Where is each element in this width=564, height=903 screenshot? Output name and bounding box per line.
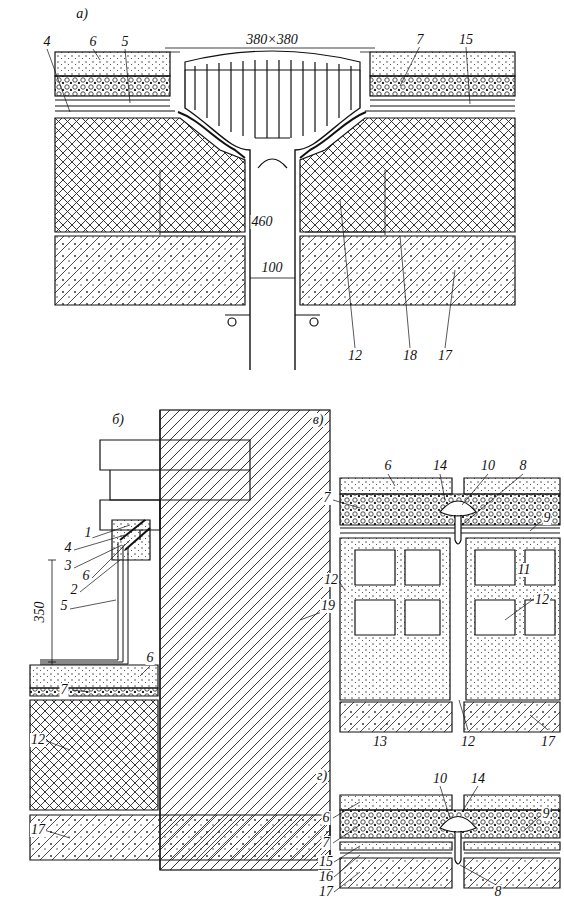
callout-number: 10 — [432, 772, 448, 786]
callout-number: 6 — [89, 35, 98, 49]
callout-number: 14 — [470, 772, 486, 786]
callout-number: 9 — [543, 511, 552, 525]
callout-number: 7 — [416, 33, 425, 47]
callout-number: 460 — [251, 215, 274, 229]
callout-number: 12 — [534, 593, 550, 607]
callout-number: 11 — [517, 563, 532, 577]
callout-number: 4 — [64, 541, 73, 555]
callout-number: 10 — [480, 459, 496, 473]
callout-number: 19 — [320, 599, 336, 613]
callout-number: 6 — [146, 651, 155, 665]
callout-number: 17 — [437, 349, 453, 363]
callout-number: 1 — [84, 526, 93, 540]
callout-number: 6 — [82, 569, 91, 583]
callout-number: 15 — [318, 855, 334, 869]
callout-number: а) — [75, 7, 89, 21]
callout-number: 12 — [30, 733, 46, 747]
callout-number: 100 — [261, 261, 284, 275]
callout-number: г) — [316, 769, 328, 783]
callout-number: 12 — [323, 573, 339, 587]
callout-number: 17 — [318, 885, 334, 899]
callout-number: 5 — [121, 35, 130, 49]
callout-number: 2 — [70, 583, 79, 597]
callout-number: в) — [312, 413, 325, 427]
callout-number: 12 — [460, 735, 476, 749]
callout-number: 6 — [322, 811, 331, 825]
callout-number: 9 — [542, 807, 551, 821]
callout-number: 7 — [322, 836, 331, 850]
callout-number: 18 — [402, 349, 418, 363]
callout-number: 15 — [458, 33, 474, 47]
callout-number: 6 — [384, 459, 393, 473]
callout-number: 8 — [494, 885, 503, 899]
callout-number: 7 — [323, 491, 332, 505]
callout-number: 8 — [519, 459, 528, 473]
callout-number: 13 — [372, 735, 388, 749]
callout-number: 16 — [318, 870, 334, 884]
callout-number: 7 — [60, 683, 69, 697]
callout-number: 17 — [30, 823, 46, 837]
callout-number: 3 — [64, 559, 73, 573]
callout-number: б) — [111, 413, 125, 427]
callout-number: 12 — [347, 349, 363, 363]
callout-number: 14 — [432, 459, 448, 473]
callout-number: 5 — [60, 599, 69, 613]
callout-number: 17 — [540, 735, 556, 749]
callout-number: 4 — [43, 35, 52, 49]
callout-number: 350 — [33, 601, 47, 624]
callout-number: 380×380 — [245, 33, 298, 47]
